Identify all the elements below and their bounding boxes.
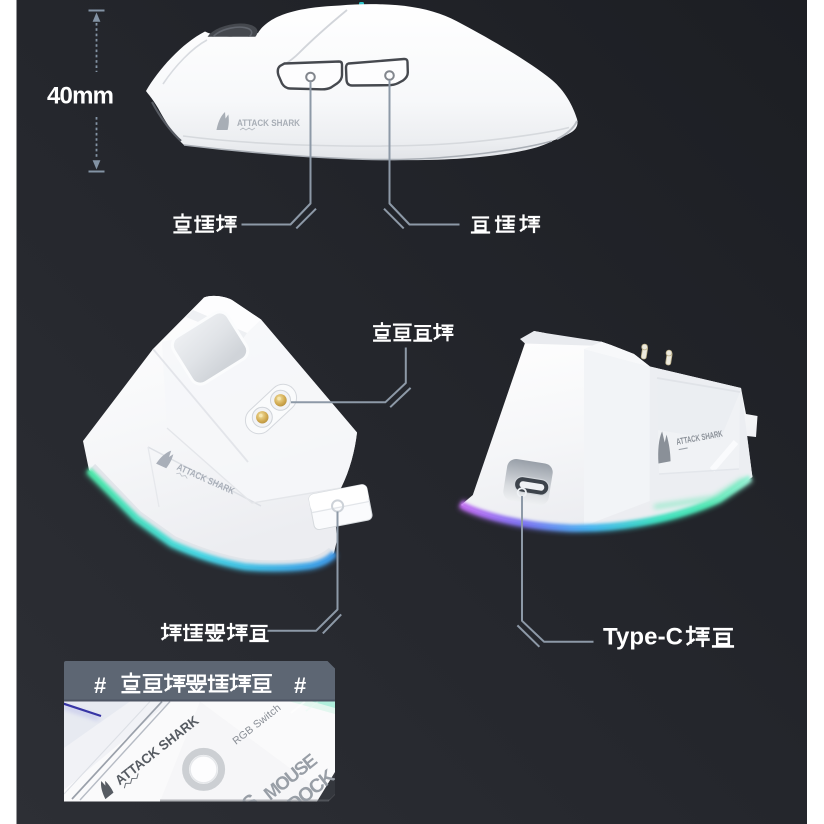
svg-text:#: #: [294, 673, 306, 698]
svg-text:#: #: [94, 673, 106, 698]
svg-text:Type-C: Type-C: [603, 624, 683, 651]
svg-text:ATTACK SHARK: ATTACK SHARK: [237, 118, 300, 129]
svg-text:40mm: 40mm: [47, 83, 113, 110]
